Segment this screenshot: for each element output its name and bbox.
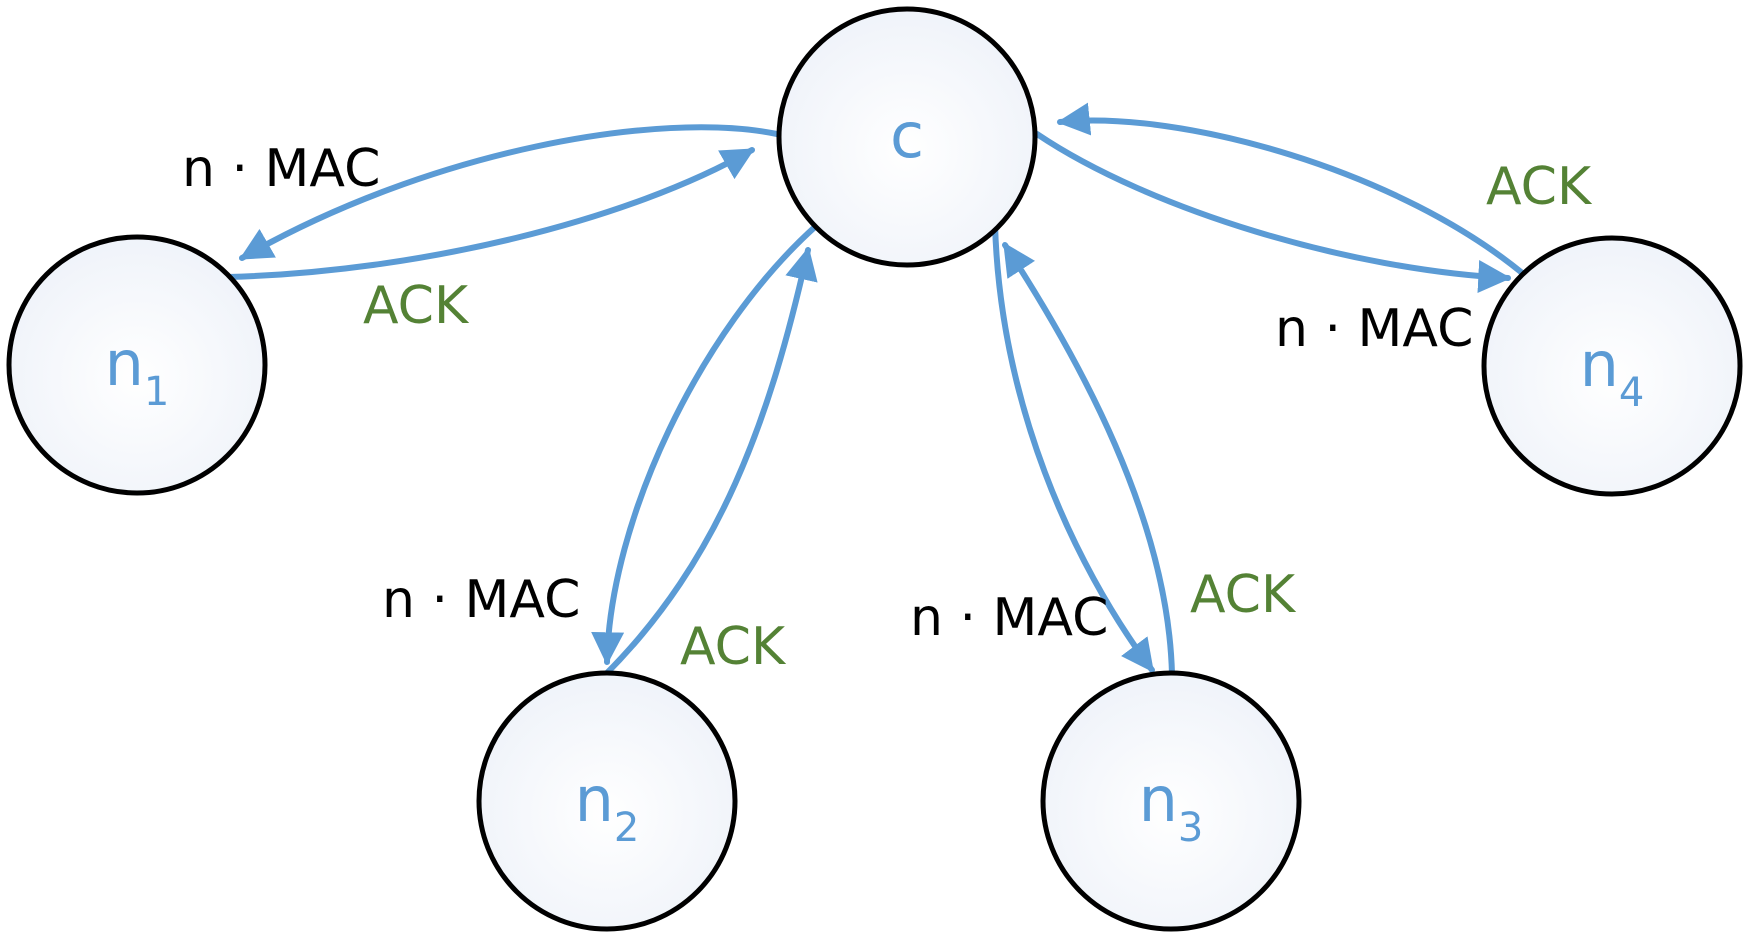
- edge-n4-to-c-ack: [1056, 102, 1530, 280]
- node-n1-label: n1: [105, 327, 170, 415]
- edge-c-n2-mac-label: n · MAC: [382, 570, 580, 630]
- edge-c-n1-mac-label: n · MAC: [182, 139, 380, 199]
- node-n1: n1: [6, 234, 268, 496]
- edge-c-to-n4-mac: [1034, 131, 1512, 293]
- node-c-label: c: [890, 99, 924, 172]
- node-n4-label: n4: [1580, 328, 1645, 416]
- edge-c-to-n1-mac: [239, 124, 780, 261]
- edge-n3-to-c-ack: [1002, 242, 1175, 677]
- edge-c-n1-ack-label: ACK: [363, 276, 470, 336]
- node-n3: n3: [1040, 670, 1302, 932]
- node-n3-label: n3: [1139, 763, 1204, 851]
- edge-c-to-n2-mac: [591, 223, 819, 666]
- node-c: c: [776, 6, 1038, 268]
- edge-n1-to-c-ack: [225, 147, 755, 280]
- node-n4: n4: [1481, 235, 1743, 497]
- edge-c-n4-mac-label: n · MAC: [1275, 299, 1473, 359]
- edge-c-to-n3-mac: [992, 221, 1155, 673]
- edge-c-n3-ack-label: ACK: [1190, 565, 1297, 625]
- edge-n2-to-c-ack: [602, 246, 818, 678]
- node-n2-label: n2: [575, 763, 640, 851]
- edge-c-n4-ack-label: ACK: [1486, 157, 1593, 217]
- edge-c-n2-ack-label: ACK: [680, 617, 787, 677]
- node-n2: n2: [476, 670, 738, 932]
- edge-c-n3-mac-label: n · MAC: [910, 588, 1108, 648]
